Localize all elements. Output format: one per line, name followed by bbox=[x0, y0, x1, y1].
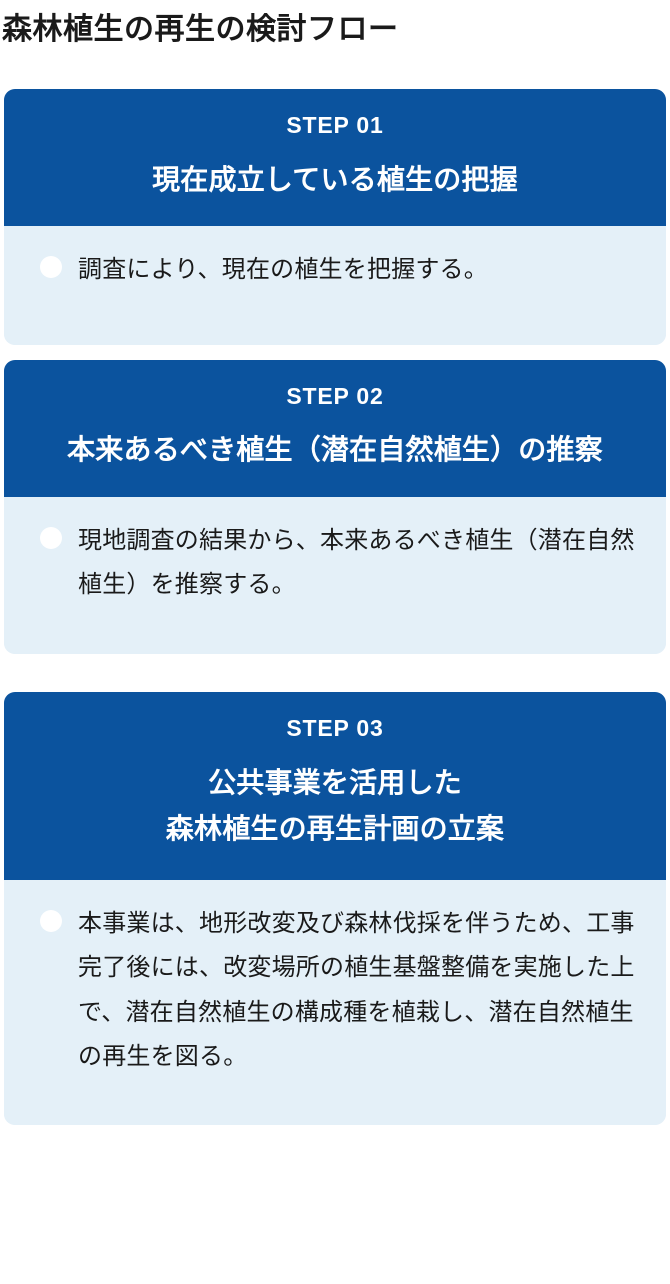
step-card-03: STEP 03 公共事業を活用した 森林植生の再生計画の立案 本事業は、地形改変… bbox=[4, 691, 666, 1126]
step-label-02: STEP 02 bbox=[286, 382, 384, 409]
step-body-03: 本事業は、地形改変及び森林伐採を伴うため、工事完了後には、改変場所の植生基盤整備… bbox=[4, 879, 666, 1126]
bullet-row: 現地調査の結果から、本来あるべき植生（潜在自然植生）を推察する。 bbox=[22, 519, 648, 608]
step-title-02: 本来あるべき植生（潜在自然植生）の推察 bbox=[18, 430, 652, 471]
step-label-03: STEP 03 bbox=[286, 714, 384, 741]
filled-circle-icon bbox=[40, 527, 62, 550]
step-title-line: 本来あるべき植生（潜在自然植生）の推察 bbox=[67, 434, 603, 466]
step-body-text-01: 調査により、現在の植生を把握する。 bbox=[78, 256, 488, 284]
step-title-line: 森林植生の再生計画の立案 bbox=[165, 813, 505, 845]
step-body-02: 現地調査の結果から、本来あるべき植生（潜在自然植生）を推察する。 bbox=[4, 497, 666, 654]
step-card-02: STEP 02 本来あるべき植生（潜在自然植生）の推察 現地調査の結果から、本来… bbox=[4, 359, 666, 654]
step-header-01: STEP 01 現在成立している植生の把握 bbox=[4, 89, 666, 227]
step-body-text-03: 本事業は、地形改変及び森林伐採を伴うため、工事完了後には、改変場所の植生基盤整備… bbox=[78, 909, 635, 1070]
filled-circle-icon bbox=[40, 909, 62, 932]
step-title-line: 公共事業を活用した bbox=[208, 766, 462, 798]
bullet-row: 本事業は、地形改変及び森林伐採を伴うため、工事完了後には、改変場所の植生基盤整備… bbox=[22, 902, 648, 1080]
step-title-line: 現在成立している植生の把握 bbox=[152, 163, 518, 195]
step-card-01: STEP 01 現在成立している植生の把握 調査により、現在の植生を把握する。 bbox=[4, 89, 666, 345]
bullet-row: 調査により、現在の植生を把握する。 bbox=[22, 248, 648, 292]
step-title-03: 公共事業を活用した 森林植生の再生計画の立案 bbox=[18, 763, 652, 850]
step-header-03: STEP 03 公共事業を活用した 森林植生の再生計画の立案 bbox=[4, 691, 666, 880]
step-label-01: STEP 01 bbox=[286, 112, 384, 138]
step-header-02: STEP 02 本来あるべき植生（潜在自然植生）の推察 bbox=[4, 359, 666, 498]
step-flow-list: STEP 01 現在成立している植生の把握 調査により、現在の植生を把握する。 … bbox=[0, 89, 670, 1126]
filled-circle-icon bbox=[40, 256, 62, 279]
page-title: 森林植生の再生の検討フロー bbox=[2, 13, 399, 46]
step-body-01: 調査により、現在の植生を把握する。 bbox=[4, 226, 666, 345]
step-body-text-02: 現地調査の結果から、本来あるべき植生（潜在自然植生）を推察する。 bbox=[78, 527, 635, 599]
step-title-01: 現在成立している植生の把握 bbox=[18, 160, 652, 201]
